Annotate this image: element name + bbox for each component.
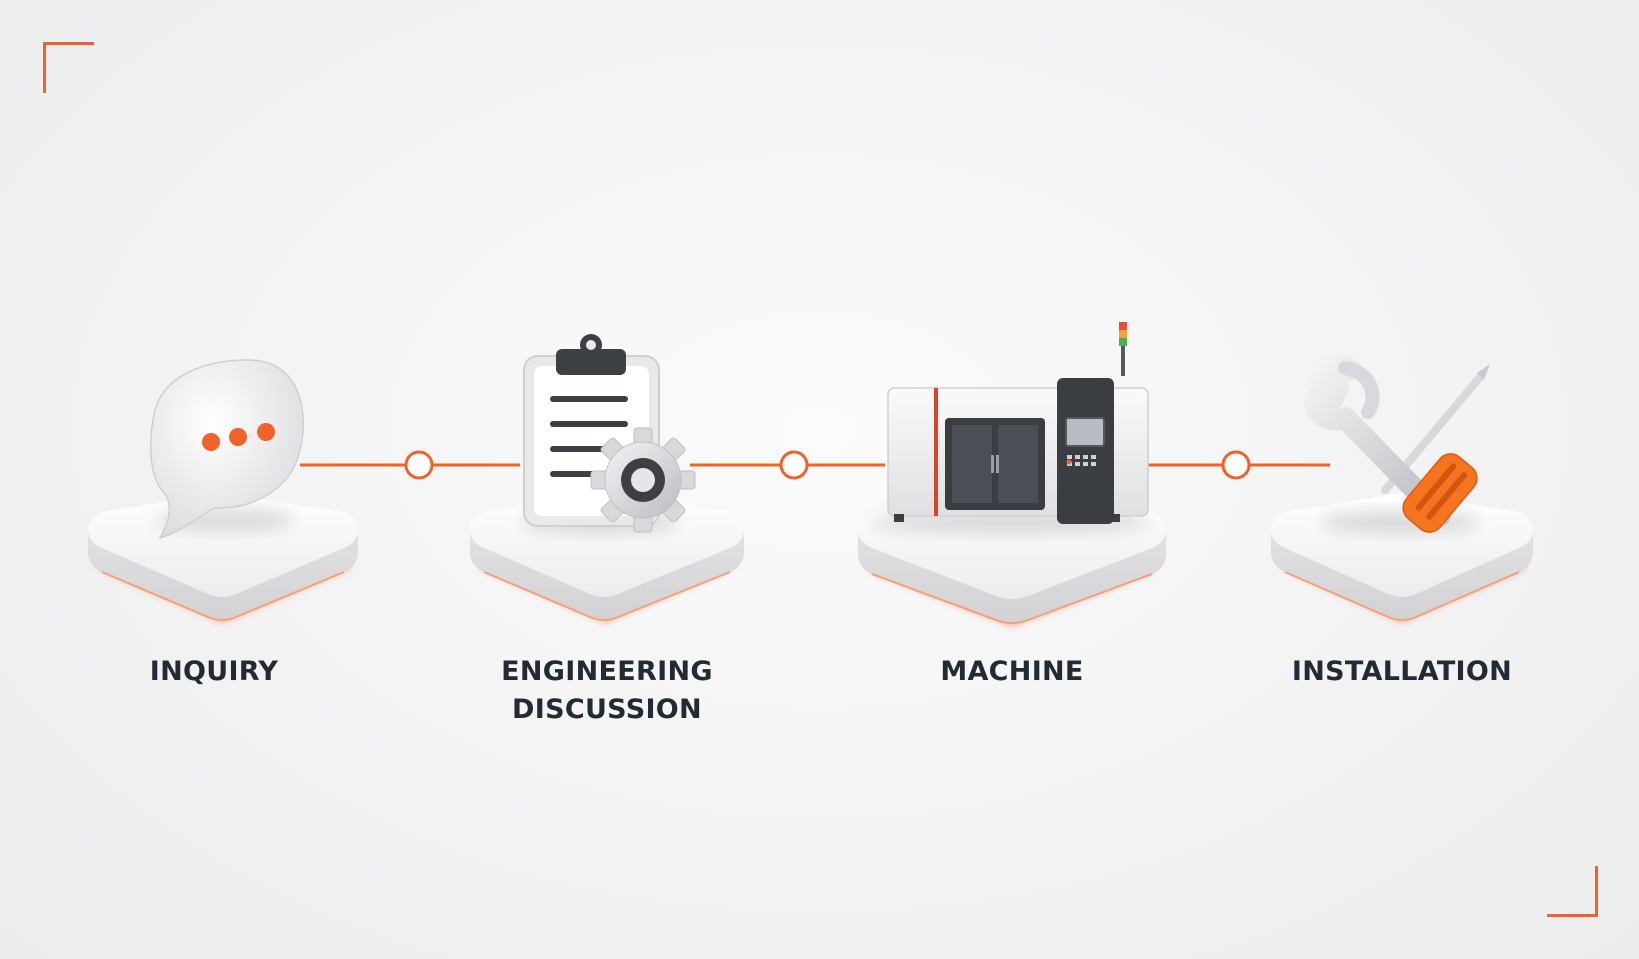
connector-line-3 — [1148, 450, 1330, 480]
connector-line-1 — [300, 450, 520, 480]
connector-line-2 — [690, 450, 885, 480]
clipboard-gear-icon — [520, 334, 696, 534]
cnc-machine-icon — [870, 322, 1150, 534]
connector-node-2 — [779, 450, 809, 480]
step-label-installation: INSTALLATION — [1291, 656, 1513, 687]
step-label-machine: MACHINE — [940, 656, 1084, 687]
corner-bracket-bottom-right — [1547, 866, 1598, 917]
wrench-screwdriver-icon — [1303, 352, 1490, 534]
chat-bubble-icon — [149, 359, 305, 540]
step-label-inquiry: INQUIRY — [149, 656, 279, 687]
corner-bracket-top-left — [43, 42, 94, 93]
step-label-engineering-discussion: ENGINEERING DISCUSSION — [501, 656, 713, 725]
connector-node-3 — [1221, 450, 1251, 480]
connector-node-1 — [404, 450, 434, 480]
